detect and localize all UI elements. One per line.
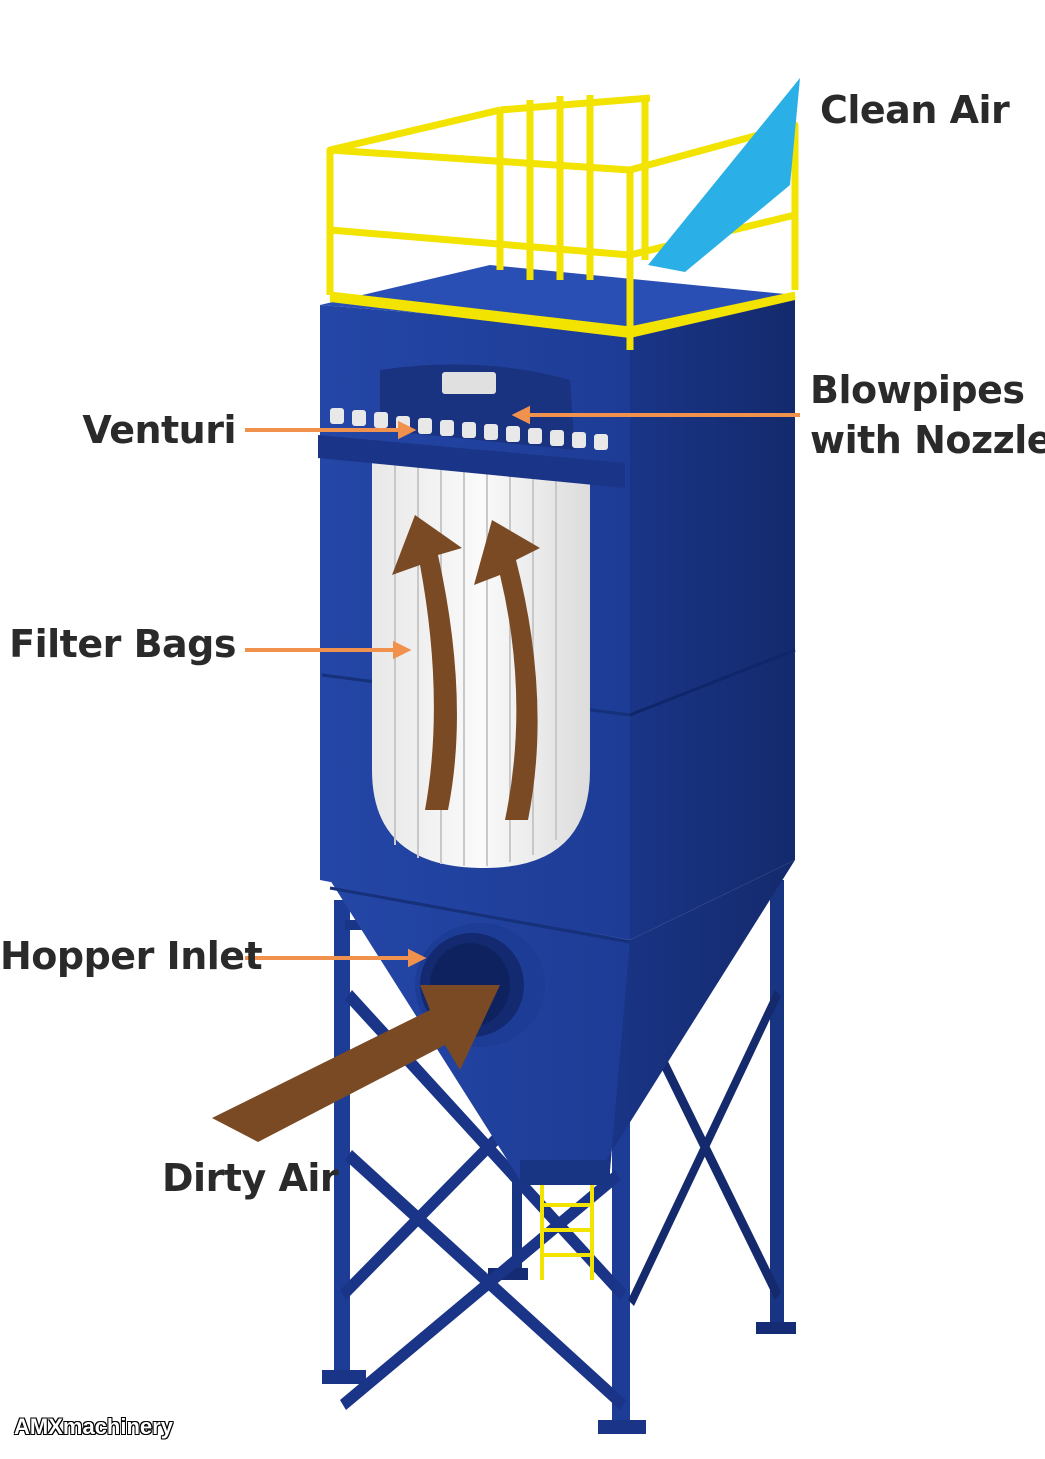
upward-airflow-arrows (392, 515, 540, 820)
filter-bags-label: Filter Bags (9, 622, 236, 666)
clean-air-flow (648, 78, 800, 272)
blowpipes-label-line1: Blowpipes (810, 368, 1025, 412)
hopper-inlet-label: Hopper Inlet (0, 934, 263, 978)
blowpipes-label-line2: with Nozzles (810, 418, 1045, 462)
watermark: AMXmachinery (14, 1414, 173, 1439)
dirty-air-arrow (212, 985, 500, 1142)
nozzle-row (330, 408, 608, 450)
venturi-label: Venturi (82, 408, 236, 452)
clean-air-label: Clean Air (820, 88, 1010, 132)
pointer-lines (245, 405, 800, 968)
dirty-air-label: Dirty Air (162, 1156, 339, 1200)
railing-kick-plate (330, 292, 795, 338)
